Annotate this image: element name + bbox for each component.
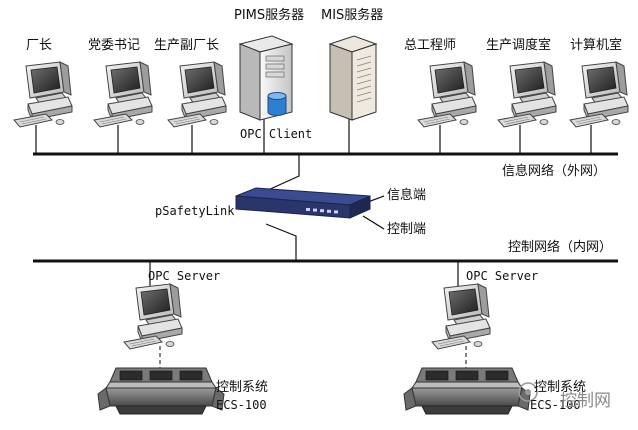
label-chief-engineer: 总工程师 [404,38,457,53]
pc-icon-factory-director [13,61,73,128]
label-opc-client: OPC Client [240,127,313,141]
label-control-system-left: 控制系统 [216,380,269,395]
control-console-icon-left [97,367,225,415]
label-control-system-right: 控制系统 [534,380,587,395]
drop-lines [35,118,592,286]
label-opc-server-left: OPC Server [148,269,221,283]
pc-icon-production-vice-director [167,61,227,128]
label-production-vice-director: 生产副厂长 [154,38,220,53]
psafetylink-gateway-icon [235,187,371,219]
database-icon [267,92,287,116]
label-info-network: 信息网络（外网） [502,164,607,179]
label-control-system-right-model: ECS-100 [530,398,581,412]
watermark-logo-icon [518,382,538,402]
control-console-icon-right [403,367,531,415]
mis-server-icon [328,35,378,121]
label-production-dispatch-room: 生产调度室 [486,38,552,53]
pc-icon-party-secretary [93,61,153,128]
watermark-text: 控制网 [560,391,611,411]
label-info-port: 信息端 [387,188,427,203]
pc-icon-opc-server-right [431,283,491,350]
label-pims-server: PIMS服务器 [234,8,305,23]
label-control-port: 控制端 [387,222,427,237]
pc-icon-opc-server-left [123,283,183,350]
pc-icon-computer-room [569,61,629,128]
dashed-links [159,346,467,370]
label-opc-server-right: OPC Server [466,269,539,283]
label-computer-room: 计算机室 [570,38,623,53]
label-factory-director: 厂长 [26,38,53,53]
label-control-network: 控制网络（内网） [508,240,613,255]
label-control-system-left-model: ECS-100 [216,398,267,412]
label-party-secretary: 党委书记 [88,38,141,53]
label-mis-server: MIS服务器 [321,8,384,23]
label-psafetylink: pSafetyLink [155,204,235,218]
pc-icon-chief-engineer [417,61,477,128]
pc-icon-production-dispatch-room [497,61,557,128]
